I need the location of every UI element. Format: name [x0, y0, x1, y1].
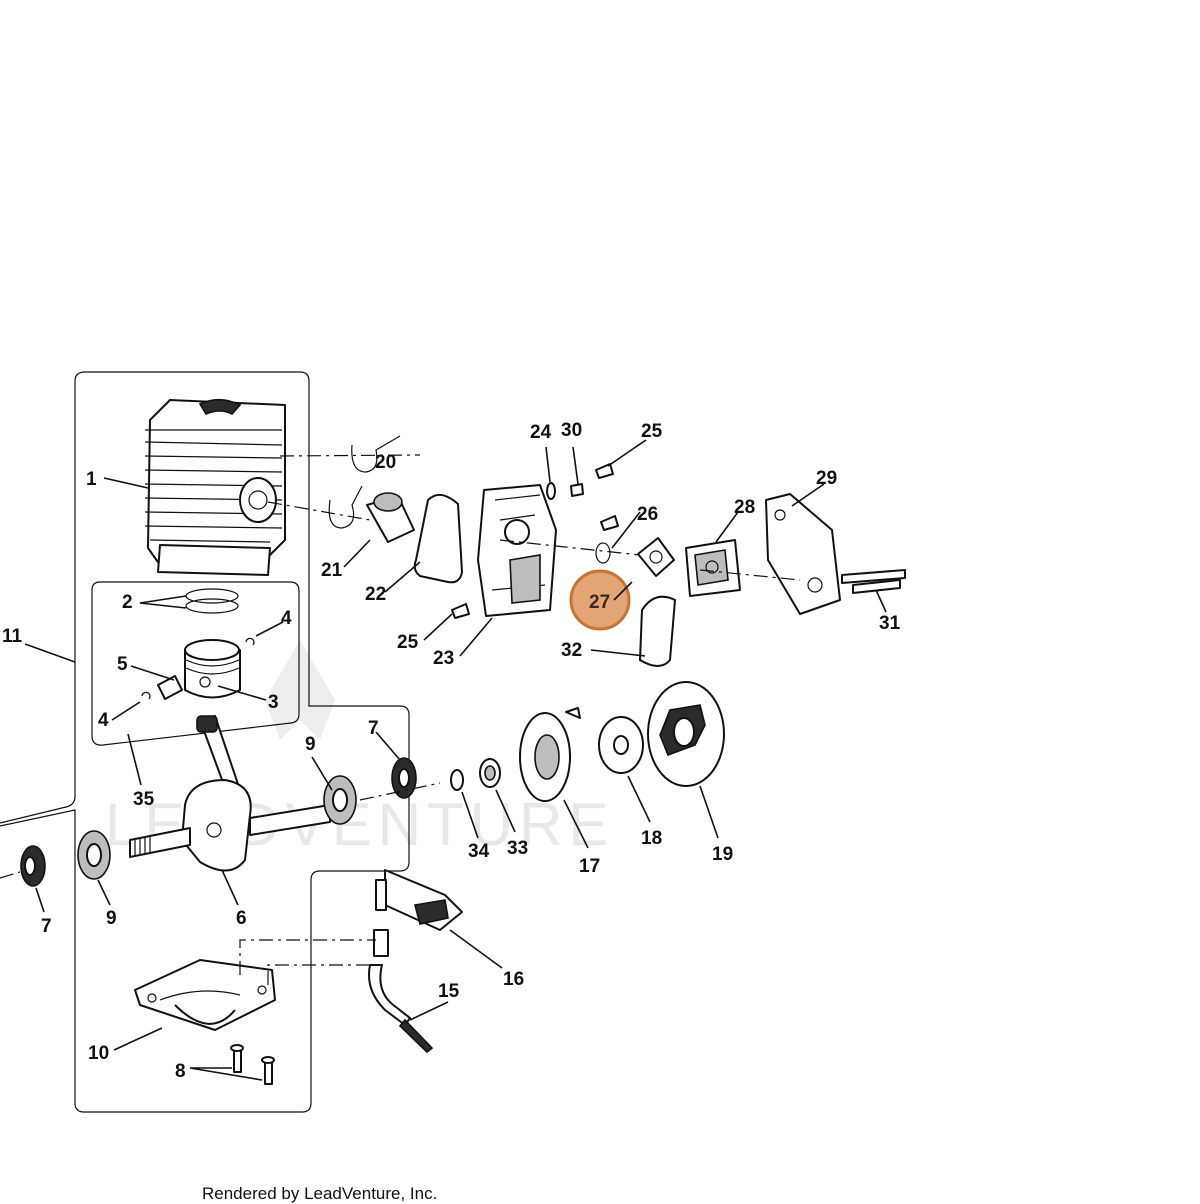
callout-labels: 1 2 3 4 4 5 6 7 7 8 9 9 10 11 15 16 17 1… — [2, 420, 901, 1082]
leader-lines — [24, 439, 887, 1081]
screw-part — [570, 483, 584, 497]
crankcase-part — [134, 959, 276, 1031]
engine-group-outline-top — [0, 371, 86, 824]
screw-part — [600, 515, 619, 531]
callout-8[interactable]: 8 — [175, 1061, 186, 1082]
hose-clamp-part — [328, 435, 401, 529]
oil-pump-part — [375, 869, 463, 931]
callout-5[interactable]: 5 — [117, 654, 128, 675]
circlip-part — [245, 637, 255, 646]
piston-group-outline — [91, 581, 300, 746]
piston-rings-part — [185, 588, 239, 614]
clutch-part — [647, 681, 725, 787]
clutch-washer-part — [598, 716, 644, 774]
bracket-hole — [807, 577, 823, 593]
carburetor-bracket-part — [765, 493, 841, 615]
callout-17[interactable]: 17 — [579, 856, 600, 877]
oil-seal-part — [391, 757, 417, 799]
highlight-marker[interactable] — [569, 569, 631, 631]
oil-hose-part — [368, 929, 434, 1054]
oil-seal-part — [20, 845, 46, 887]
spacer-part — [479, 758, 501, 788]
callout-18[interactable]: 18 — [641, 828, 662, 849]
crankshaft-part — [129, 715, 331, 872]
callout-31[interactable]: 31 — [879, 613, 901, 634]
callout-6[interactable]: 6 — [236, 908, 247, 929]
callout-3[interactable]: 3 — [268, 692, 279, 713]
callout-34[interactable]: 34 — [468, 841, 490, 862]
washer-part — [546, 482, 556, 500]
callout-30[interactable]: 30 — [561, 420, 582, 441]
washer-part — [450, 769, 464, 791]
carburetor-part — [685, 539, 741, 597]
bracket-hole — [774, 509, 786, 521]
carburetor-gasket-part — [637, 537, 675, 577]
intake-elbow-part — [639, 595, 676, 667]
bearing-part — [77, 830, 111, 880]
callout-9[interactable]: 9 — [106, 908, 117, 929]
callout-1[interactable]: 1 — [86, 469, 97, 490]
screw-part — [595, 463, 614, 479]
rendered-by-footer: Rendered by LeadVenture, Inc. — [202, 1184, 438, 1203]
screw-part — [230, 1044, 275, 1085]
callout-28[interactable]: 28 — [734, 497, 755, 518]
callout-35[interactable]: 35 — [133, 789, 155, 810]
bolt-part — [841, 569, 906, 584]
callout-25[interactable]: 25 — [641, 421, 663, 442]
gasket-hole — [649, 550, 663, 564]
callout-24[interactable]: 24 — [530, 422, 552, 443]
circlip-part — [141, 691, 151, 700]
callout-23[interactable]: 23 — [433, 648, 454, 669]
callout-10[interactable]: 10 — [88, 1043, 109, 1064]
callout-21[interactable]: 21 — [321, 560, 343, 581]
callout-15[interactable]: 15 — [438, 981, 460, 1002]
callout-25[interactable]: 25 — [397, 632, 419, 653]
callout-22[interactable]: 22 — [365, 584, 386, 605]
intake-boot-part — [366, 492, 415, 543]
callout-29[interactable]: 29 — [816, 468, 837, 489]
callout-7[interactable]: 7 — [41, 916, 52, 937]
watermark-text: LEADVENTURE — [105, 791, 614, 858]
callout-26[interactable]: 26 — [637, 504, 658, 525]
callout-33[interactable]: 33 — [507, 838, 528, 859]
callout-4[interactable]: 4 — [281, 608, 292, 629]
callout-7[interactable]: 7 — [368, 718, 379, 739]
callout-2[interactable]: 2 — [122, 592, 133, 613]
callout-19[interactable]: 19 — [712, 844, 733, 865]
piston-part — [184, 639, 241, 699]
o-ring-part — [595, 542, 611, 564]
callout-4[interactable]: 4 — [98, 710, 109, 731]
engine-group-outline — [0, 371, 410, 1113]
screw-part — [451, 603, 470, 619]
callout-32[interactable]: 32 — [561, 640, 582, 661]
gasket-part — [413, 493, 463, 584]
bearing-part — [323, 775, 357, 825]
bolt-part — [852, 579, 901, 594]
callout-11[interactable]: 11 — [2, 626, 23, 647]
callout-20[interactable]: 20 — [375, 452, 396, 473]
callout-16[interactable]: 16 — [503, 969, 524, 990]
callout-9[interactable]: 9 — [305, 734, 316, 755]
cylinder-part — [144, 398, 286, 576]
alignment-lines — [0, 454, 801, 985]
callout-27[interactable]: 27 — [589, 592, 610, 613]
leader-line-27 — [613, 581, 633, 601]
carburetor-adapter-part — [477, 484, 557, 617]
clutch-drum-part — [519, 707, 581, 802]
